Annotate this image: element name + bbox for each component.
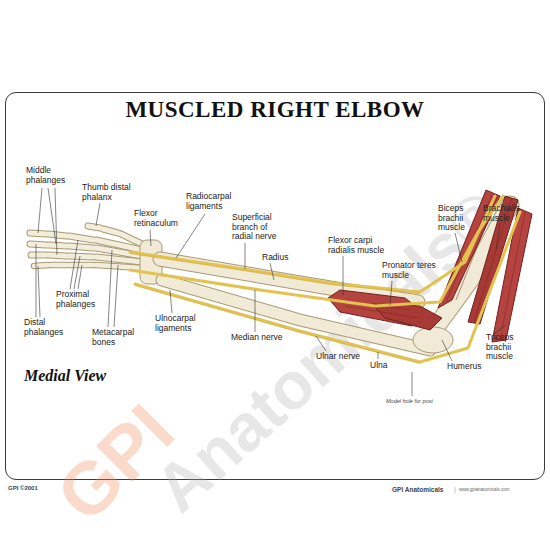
leader-line	[70, 240, 82, 289]
finger-bone	[34, 265, 142, 268]
leader-line	[442, 340, 452, 361]
part-label: Pronator teres muscle	[382, 261, 438, 280]
elbow-joint	[413, 327, 453, 353]
part-label: Triceps brachii muscle	[486, 333, 528, 362]
leader-line	[108, 250, 118, 327]
thumb-bone	[88, 226, 142, 244]
leader-line	[412, 372, 413, 396]
part-label: Ulna	[370, 361, 410, 371]
note-text: Model hole for post	[386, 398, 476, 405]
leader-line	[245, 243, 246, 269]
view-label: Medial View	[24, 367, 154, 385]
leader-line	[170, 290, 172, 313]
leader-line	[150, 230, 151, 246]
copyright-text: GPI ©2001	[8, 485, 68, 492]
part-label: Flexor retinaculum	[134, 209, 184, 228]
leader-line	[96, 203, 100, 226]
part-label: Proximal phalanges	[56, 290, 106, 309]
part-label: Thumb distal phalanx	[82, 183, 136, 202]
nerves	[130, 196, 520, 362]
leader-line	[255, 290, 256, 332]
part-label: Middle phalanges	[26, 166, 72, 185]
part-label: Metacarpal bones	[92, 328, 140, 347]
part-label: Biceps brachii muscle	[438, 204, 476, 233]
part-label: Ulnocarpal ligaments	[155, 314, 209, 333]
hand-bones	[30, 226, 142, 268]
part-label: Radius	[262, 253, 302, 263]
part-label: Distal phalanges	[24, 318, 70, 337]
part-label: Superficial branch of radial nerve	[232, 213, 284, 242]
part-label: Median nerve	[231, 333, 301, 343]
part-label: Flexor carpi radialis muscle	[328, 236, 392, 255]
part-label: Radiocarpal ligaments	[186, 192, 242, 211]
footer-divider	[455, 487, 456, 493]
finger-bone	[34, 265, 142, 268]
leader-line	[343, 256, 344, 295]
hand-bones-outline	[30, 226, 142, 268]
finger-bone	[31, 255, 142, 262]
website-text: www.gpianatomicals.com	[459, 487, 539, 493]
leader-line	[36, 244, 40, 317]
leader-line	[270, 263, 274, 280]
leader-line	[176, 214, 205, 258]
brand-text: GPI Anatomicals	[392, 486, 454, 494]
leader-line	[496, 223, 500, 250]
diagram-title: MUSCLED RIGHT ELBOW	[0, 97, 550, 123]
part-label: Humerus	[447, 362, 497, 372]
finger-bone	[31, 255, 142, 262]
leader-line	[38, 188, 57, 255]
part-label: Brachialis muscle	[483, 204, 529, 223]
